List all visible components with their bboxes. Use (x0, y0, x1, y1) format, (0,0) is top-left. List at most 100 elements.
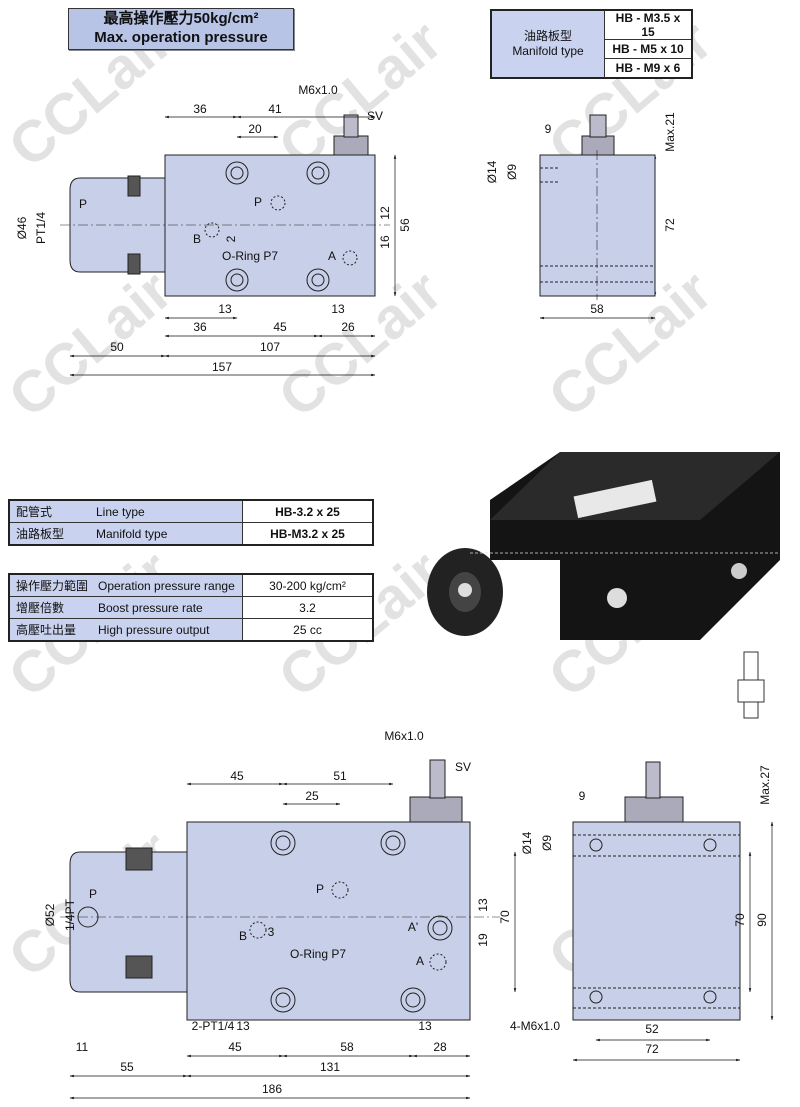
sv-stem (343, 114, 359, 138)
dimension-label: 58 (590, 302, 604, 316)
dimension-label: 19 (476, 933, 490, 947)
dimension-label: 13 (236, 1019, 250, 1033)
row-value: HB-3.2 x 25 (242, 499, 374, 523)
dimension-label: 41 (268, 102, 282, 116)
manifold-value: HB - M9 x 6 (604, 58, 693, 79)
table-row: 增壓倍數 Boost pressure rate 3.2 (8, 596, 374, 619)
dimension-label: PT1/4 (34, 212, 48, 244)
dimension-label: Max.21 (663, 112, 677, 152)
dimension-label: 157 (212, 360, 232, 374)
dimension-label: A (416, 954, 424, 968)
dimension-label: Ø14 (485, 160, 499, 183)
dimension-label: 13 (418, 1019, 432, 1033)
row-value: 30-200 kg/cm² (242, 573, 374, 597)
dimension-label: O-Ring P7 (290, 947, 346, 961)
sv-nut (333, 135, 369, 156)
dimension-label: Ø14 (520, 831, 534, 854)
dimension-label: Ø9 (505, 164, 519, 180)
row-en: Manifold type (96, 527, 168, 541)
table-row: 高壓吐出量 High pressure output 25 cc (8, 618, 374, 642)
dimension-label: 107 (260, 340, 280, 354)
product-label (573, 479, 657, 519)
dimension-label: 2 (224, 235, 238, 242)
dimension-label: A' (408, 920, 418, 934)
dimension-label: 45 (228, 1040, 242, 1054)
dimension-label: Ø9 (540, 835, 554, 851)
dimension-label: Max.27 (758, 765, 772, 805)
row-cn: 油路板型 (16, 527, 65, 541)
dimension-label: P (254, 195, 262, 209)
dimension-label: 36 (193, 102, 207, 116)
row-cn: 操作壓力範圍 (16, 579, 89, 593)
watermark-text: CCLair (0, 258, 184, 430)
row-en: Boost pressure rate (98, 601, 203, 615)
top-side-view (539, 114, 656, 300)
spec-table: 操作壓力範圍 Operation pressure range 30-200 kg/… (8, 573, 374, 642)
row-value: 3.2 (242, 596, 374, 619)
valve-body (164, 154, 376, 297)
dimension-label: 55 (120, 1060, 134, 1074)
dimension-label: P (89, 887, 97, 901)
dimension-label: SV (367, 109, 383, 123)
row-value: 25 cc (242, 618, 374, 642)
dimension-label: 13 (331, 302, 345, 316)
dimension-label: 1/4PT (63, 898, 77, 931)
dimension-label: 90 (755, 913, 769, 927)
dimension-label: 28 (433, 1040, 447, 1054)
dimension-label: 9 (579, 789, 586, 803)
dimension-label: Ø46 (15, 216, 29, 239)
knurl-bottom (127, 253, 141, 275)
dimension-label: P (316, 882, 324, 896)
dimension-label: SV (455, 760, 471, 774)
row-en: Line type (96, 505, 145, 519)
row-en: High pressure output (98, 623, 210, 637)
dimension-label: 72 (663, 218, 677, 232)
bottom-front-view (60, 759, 500, 1021)
dimension-label: 36 (193, 320, 207, 334)
bottom-side-view (572, 761, 741, 1021)
dimension-label: 70 (733, 913, 747, 927)
dimension-label: 16 (378, 235, 392, 249)
dimension-label: 12 (378, 206, 392, 220)
dimension-label: 25 (305, 789, 319, 803)
dimension-label: 131 (320, 1060, 340, 1074)
dimension-label: 51 (333, 769, 347, 783)
knurl-top (127, 175, 141, 197)
dimension-label: 70 (498, 910, 512, 924)
row-en: Operation pressure range (98, 579, 235, 593)
dimension-label: 52 (645, 1022, 659, 1036)
dimension-label: A (328, 249, 336, 263)
dimension-label: 186 (262, 1082, 282, 1096)
dimension-label: 3 (268, 925, 275, 939)
dimension-label: B (193, 232, 201, 246)
max-pressure-header: 最高操作壓力50kg/cm² Max. operation pressure (68, 8, 294, 50)
dimension-label: 45 (273, 320, 287, 334)
title-en: Max. operation pressure (94, 29, 268, 46)
dimension-label: 56 (398, 218, 412, 232)
row-value: HB-M3.2 x 25 (242, 522, 374, 546)
dimension-label: 72 (645, 1042, 659, 1056)
symbol-icon (737, 651, 765, 719)
dimension-label: Ø52 (43, 903, 57, 926)
dimension-label: 26 (341, 320, 355, 334)
dimension-label: 11 (76, 1040, 89, 1054)
dimension-label: 2-PT1/4 (192, 1019, 235, 1033)
row-cn: 配管式 (16, 505, 53, 519)
table-row: 配管式 Line type HB-3.2 x 25 (8, 499, 374, 523)
side-body (539, 154, 656, 297)
dimension-label: P (79, 197, 87, 211)
manifold-value: HB - M5 x 10 (604, 39, 693, 59)
row-cn: 高壓吐出量 (16, 623, 77, 637)
dimension-label: 58 (340, 1040, 354, 1054)
dimension-label: 50 (110, 340, 124, 354)
dimension-label: 13 (218, 302, 232, 316)
type-table: 配管式 Line type HB-3.2 x 25 油路板型 Manifold typ… (8, 499, 374, 546)
dimension-label: 9 (545, 122, 552, 136)
manifold-value: HB - M3.5 x 15 (604, 9, 693, 40)
dimension-label: 45 (230, 769, 244, 783)
row-cn: 增壓倍數 (16, 601, 65, 615)
dimension-label: B (239, 929, 247, 943)
product-photo (427, 452, 780, 719)
dimension-label: 4-M6x1.0 (510, 1019, 560, 1033)
